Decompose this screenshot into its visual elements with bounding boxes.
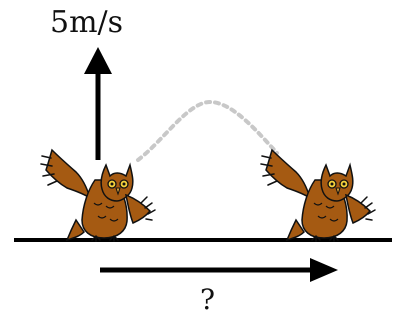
trajectory-arc (136, 99, 279, 162)
owl-icon (40, 149, 156, 242)
owl-icon (260, 149, 376, 242)
velocity-label: 5m/s (50, 5, 124, 40)
right-arrow-icon (100, 258, 338, 282)
up-arrow-icon (84, 47, 112, 160)
distance-question-label: ? (200, 283, 216, 316)
